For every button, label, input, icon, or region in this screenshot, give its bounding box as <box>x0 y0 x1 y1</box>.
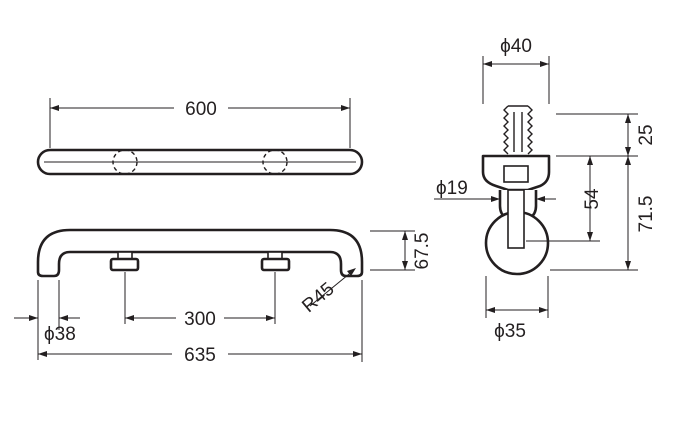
dimension-635-label: 635 <box>184 345 216 366</box>
dimension-phi40: ϕ40 <box>482 36 550 104</box>
dimension-phi38: ϕ38 <box>14 280 80 360</box>
side-view: ϕ40 25 ϕ19 54 <box>434 36 657 342</box>
dimension-r45-label: R45 <box>298 279 338 317</box>
top-view-mount-left <box>112 149 138 175</box>
dimension-phi38-label: ϕ38 <box>44 324 76 345</box>
dimension-54: 54 <box>526 156 603 242</box>
top-view: 600 <box>36 96 364 176</box>
front-view-post-right <box>260 251 291 272</box>
dimension-phi19: ϕ19 <box>434 178 556 202</box>
front-view-post-left <box>109 251 140 272</box>
dimension-71-5-label: 71.5 <box>636 196 657 233</box>
dimension-635: 635 <box>38 280 363 366</box>
side-view-stud <box>503 105 533 155</box>
dimension-67-5: 67.5 <box>370 230 433 271</box>
dimension-71-5: 71.5 <box>550 156 657 271</box>
dimension-r45: R45 <box>298 268 356 317</box>
dimension-phi19-label: ϕ19 <box>436 178 468 199</box>
dimension-25-label: 25 <box>636 124 657 145</box>
dimension-phi40-label: ϕ40 <box>500 36 532 57</box>
dimension-600: 600 <box>49 96 351 148</box>
front-view-bar <box>36 228 364 278</box>
dimension-300: 300 <box>124 272 276 330</box>
dimension-25: 25 <box>556 113 657 157</box>
dimension-67-5-label: 67.5 <box>412 233 433 270</box>
front-view: 67.5 R45 300 ϕ38 <box>14 228 433 366</box>
dimension-300-label: 300 <box>184 309 216 330</box>
dimension-600-label: 600 <box>185 99 217 120</box>
dimension-phi35-label: ϕ35 <box>494 321 526 342</box>
top-view-mount-right <box>262 149 288 175</box>
dimension-54-label: 54 <box>582 188 603 210</box>
dimension-phi35: ϕ35 <box>485 276 549 342</box>
